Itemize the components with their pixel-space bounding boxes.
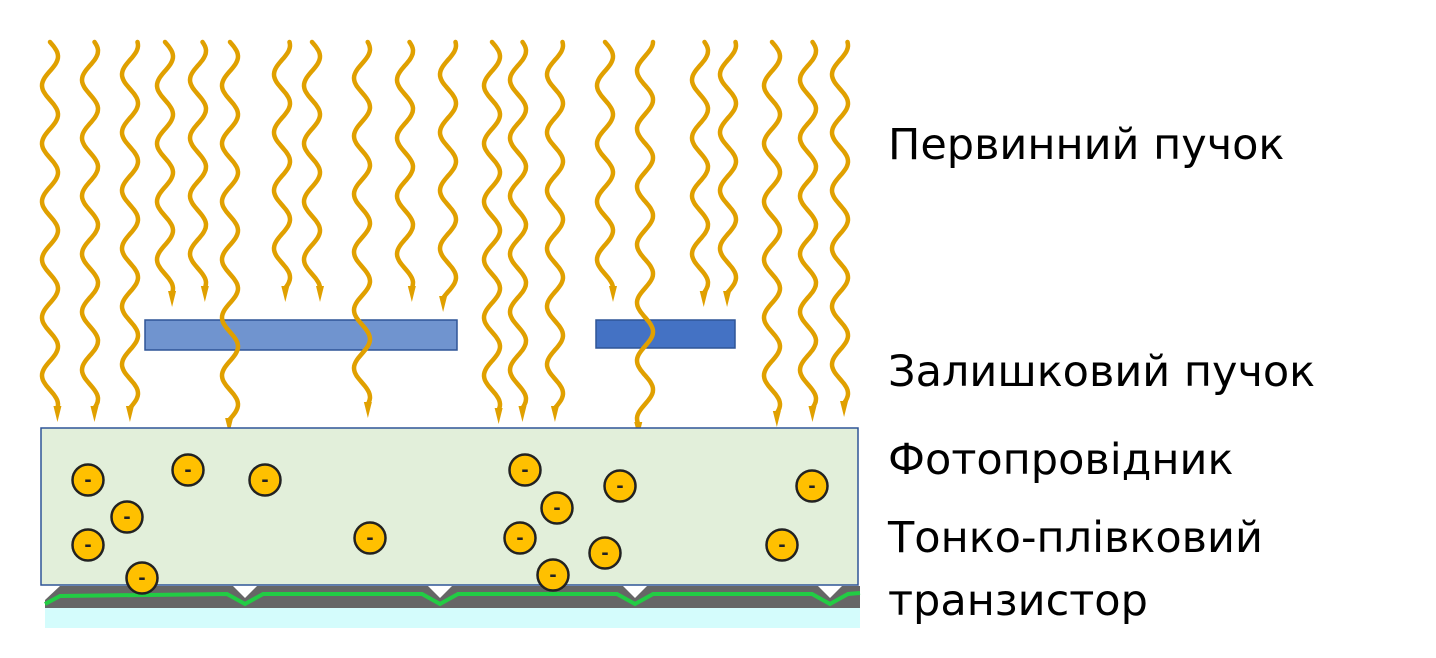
minus-sign: - — [549, 565, 556, 586]
mask-block-left — [144, 319, 458, 351]
arrow-head-icon — [168, 291, 177, 307]
arrow-head-icon — [723, 291, 732, 307]
minus-sign: - — [84, 535, 91, 556]
thin-film-transistor-layer — [44, 586, 861, 628]
arrow-head-icon — [53, 406, 62, 422]
x-ray-wave — [544, 39, 566, 411]
arrow-head-icon — [200, 286, 209, 302]
x-ray-wave — [119, 39, 141, 411]
label-residual-beam: Залишковий пучок — [888, 347, 1316, 397]
label-tft-line1: Тонко-плівковий — [888, 513, 1263, 563]
arrow-head-icon — [90, 406, 99, 422]
x-ray-wave — [39, 39, 61, 411]
minus-sign: - — [553, 498, 560, 519]
arrow-head-icon — [439, 296, 448, 312]
photoconductor-layer — [40, 427, 859, 586]
label-primary-beam: Первинний пучок — [888, 120, 1285, 170]
electron: - — [171, 453, 205, 487]
x-ray-wave — [301, 39, 323, 291]
minus-sign: - — [516, 528, 523, 549]
electron: - — [603, 469, 637, 503]
minus-sign: - — [521, 460, 528, 481]
arrow-head-icon — [281, 286, 290, 302]
arrow-head-icon — [407, 286, 416, 302]
x-ray-wave — [634, 39, 656, 427]
arrow-head-icon — [808, 406, 817, 422]
x-ray-wave — [187, 39, 209, 291]
minus-sign: - — [778, 535, 785, 556]
electron: - — [71, 528, 105, 562]
electron: - — [508, 453, 542, 487]
arrow-head-icon — [550, 406, 559, 422]
electron: - — [795, 469, 829, 503]
x-ray-wave — [761, 39, 783, 415]
arrow-head-icon — [608, 286, 617, 302]
x-ray-wave — [594, 39, 616, 291]
x-ray-wave — [797, 39, 819, 411]
arrow-head-icon — [125, 406, 134, 422]
substrate — [45, 608, 860, 628]
arrow-head-icon — [494, 408, 503, 424]
x-ray-wave — [219, 39, 241, 423]
arrow-head-icon — [772, 411, 781, 427]
arrow-head-icon — [315, 286, 324, 302]
arrow-head-icon — [363, 402, 372, 418]
electron: - — [540, 491, 574, 525]
electron: - — [110, 500, 144, 534]
arrow-head-icon — [225, 418, 234, 434]
minus-sign: - — [261, 470, 268, 491]
electron: - — [503, 521, 537, 555]
electron: - — [765, 528, 799, 562]
x-ray-beams — [39, 39, 851, 427]
label-tft-line2: транзистор — [888, 576, 1148, 626]
x-ray-wave — [481, 39, 503, 413]
minus-sign: - — [366, 528, 373, 549]
arrow-head-icon — [699, 291, 708, 307]
minus-sign: - — [184, 460, 191, 481]
arrow-head-icon — [518, 406, 527, 422]
x-ray-wave — [437, 39, 459, 301]
tft-channel-line — [44, 591, 861, 607]
x-ray-wave — [689, 39, 711, 295]
label-photoconductor: Фотопровідник — [888, 435, 1234, 485]
minus-sign: - — [84, 470, 91, 491]
electron: - — [71, 463, 105, 497]
x-ray-wave — [394, 39, 416, 291]
x-ray-wave — [154, 39, 176, 295]
x-ray-wave — [79, 39, 101, 411]
arrow-head-icon — [840, 401, 849, 417]
electron: - — [125, 561, 159, 595]
minus-sign: - — [616, 476, 623, 497]
x-ray-wave — [271, 39, 293, 291]
x-ray-wave — [717, 39, 739, 295]
minus-sign: - — [123, 507, 130, 528]
minus-sign: - — [808, 476, 815, 497]
x-ray-wave — [829, 39, 851, 405]
minus-sign: - — [601, 543, 608, 564]
mask-block-right — [595, 319, 736, 349]
electron: - — [353, 521, 387, 555]
minus-sign: - — [138, 568, 145, 589]
x-ray-wave — [351, 39, 373, 407]
electron: - — [588, 536, 622, 570]
electron: - — [536, 558, 570, 592]
x-ray-beams-through-mask — [219, 39, 656, 438]
electrons: - - - - - - - - - - - - - - - — [71, 453, 829, 595]
electron: - — [248, 463, 282, 497]
x-ray-wave — [507, 39, 529, 411]
